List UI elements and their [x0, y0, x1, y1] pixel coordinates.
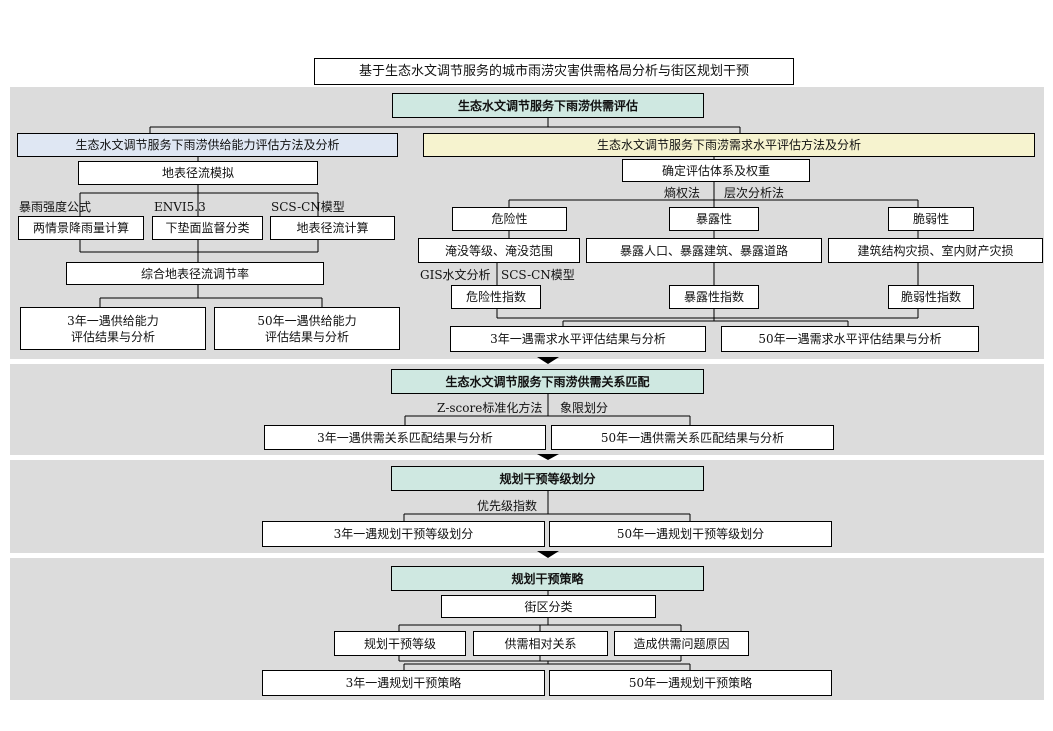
vulnerability-index-box: 脆弱性指数 [888, 285, 974, 309]
block-classification-box: 街区分类 [441, 595, 656, 618]
exposure-index-box: 暴露性指数 [669, 285, 759, 309]
priority-index-label: 优先级指数 [477, 499, 538, 513]
underlying-surface-classification-box: 下垫面监督分类 [152, 216, 263, 240]
rainstorm-formula-label: 暴雨强度公式 [19, 200, 92, 214]
section-header-intervention-strategy: 规划干预策略 [391, 566, 704, 591]
matching-result-50yr-box: 50年一遇供需关系匹配结果与分析 [551, 425, 834, 450]
supply-demand-relation-box: 供需相对关系 [473, 631, 608, 656]
strategy-50yr-box: 50年一遇规划干预策略 [549, 670, 832, 696]
intervention-level-50yr-box: 50年一遇规划干预等级划分 [549, 521, 832, 547]
demand-result-3yr-box: 3年一遇需求水平评估结果与分析 [450, 326, 706, 352]
gis-hydrology-label: GIS水文分析 [420, 268, 491, 282]
quadrant-division-label: 象限划分 [560, 401, 609, 415]
index-system-weight-box: 确定评估体系及权重 [622, 159, 810, 182]
demand-evaluation-header: 生态水文调节服务下雨涝需求水平评估方法及分析 [423, 133, 1035, 157]
envi-label: ENVI5.3 [154, 200, 206, 214]
exposure-box: 暴露性 [669, 207, 759, 231]
demand-result-50yr-box: 50年一遇需求水平评估结果与分析 [721, 326, 979, 352]
supply-evaluation-header: 生态水文调节服务下雨涝供给能力评估方法及分析 [17, 133, 398, 157]
main-title: 基于生态水文调节服务的城市雨涝灾害供需格局分析与街区规划干预 [314, 58, 794, 85]
supply-result-50yr-box: 50年一遇供给能力 评估结果与分析 [214, 307, 400, 350]
section-header-supply-demand-evaluation: 生态水文调节服务下雨涝供需评估 [392, 93, 704, 118]
exposure-detail-box: 暴露人口、暴露建筑、暴露道路 [586, 238, 822, 263]
intervention-level-box: 规划干预等级 [334, 631, 466, 656]
strategy-3yr-box: 3年一遇规划干预策略 [262, 670, 545, 696]
supply-result-50yr-line2: 评估结果与分析 [264, 329, 349, 344]
rainfall-calculation-box: 两情景降雨量计算 [18, 216, 144, 240]
runoff-calculation-box: 地表径流计算 [270, 216, 395, 240]
supply-result-3yr-line1: 3年一遇供给能力 [67, 313, 159, 328]
supply-result-3yr-box: 3年一遇供给能力 评估结果与分析 [20, 307, 206, 350]
vulnerability-detail-box: 建筑结构灾损、室内财产灾损 [828, 238, 1043, 263]
zscore-label: Z-score标准化方法 [437, 401, 543, 415]
vulnerability-box: 脆弱性 [888, 207, 974, 231]
scs-cn-model-label-2: SCS-CN模型 [501, 268, 575, 282]
supply-result-50yr-line1: 50年一遇供给能力 [257, 313, 357, 328]
section-header-intervention-level: 规划干预等级划分 [391, 466, 704, 491]
problem-cause-box: 造成供需问题原因 [614, 631, 749, 656]
supply-result-3yr-line2: 评估结果与分析 [70, 329, 155, 344]
scs-cn-model-label: SCS-CN模型 [271, 200, 345, 214]
hazard-detail-box: 淹没等级、淹没范围 [418, 238, 580, 263]
composite-runoff-regulation-box: 综合地表径流调节率 [66, 262, 324, 285]
hazard-index-box: 危险性指数 [451, 285, 541, 309]
section-header-supply-demand-matching: 生态水文调节服务下雨涝供需关系匹配 [391, 369, 704, 394]
intervention-level-3yr-box: 3年一遇规划干预等级划分 [262, 521, 545, 547]
hazard-box: 危险性 [452, 207, 567, 231]
ahp-label: 层次分析法 [724, 186, 785, 200]
entropy-weight-label: 熵权法 [664, 186, 701, 200]
runoff-simulation-box: 地表径流模拟 [78, 161, 318, 185]
matching-result-3yr-box: 3年一遇供需关系匹配结果与分析 [264, 425, 546, 450]
